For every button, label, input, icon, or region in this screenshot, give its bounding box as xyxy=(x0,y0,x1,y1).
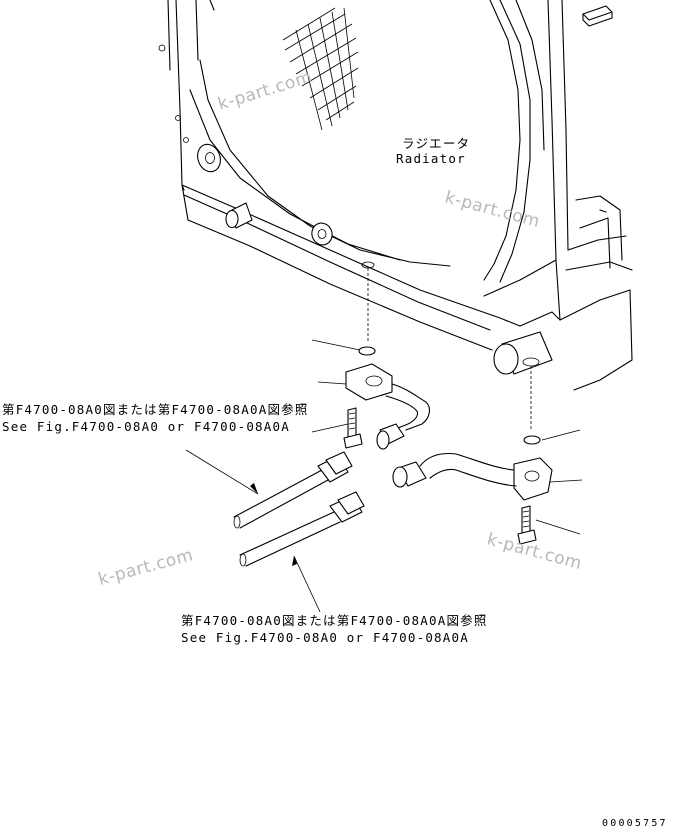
o-ring-lower xyxy=(523,366,541,445)
upper-hose-flange xyxy=(345,363,431,450)
reference-label-upper-jp: 第F4700-08A0図または第F4700-08A0A図参照 xyxy=(2,402,309,417)
heater-hose-1 xyxy=(233,451,353,529)
reference-label-lower-jp: 第F4700-08A0図または第F4700-08A0A図参照 xyxy=(181,613,488,628)
o-ring-upper xyxy=(358,261,376,356)
document-number: 00005757 xyxy=(602,818,668,829)
watermark: k-part.com xyxy=(96,545,195,590)
lower-bolt xyxy=(517,505,537,545)
lower-hose-flange xyxy=(392,452,553,501)
watermark: k-part.com xyxy=(216,67,315,115)
radiator-label-jp: ラジエータ xyxy=(402,136,470,151)
radiator-core-mesh xyxy=(282,7,359,131)
reference-label-lower-en: See Fig.F4700-08A0 or F4700-08A0A xyxy=(181,630,469,645)
heater-hose-2 xyxy=(239,491,365,567)
radiator-label-en: Radiator xyxy=(396,151,466,166)
upper-bolt xyxy=(343,407,363,449)
reference-label-upper-en: See Fig.F4700-08A0 or F4700-08A0A xyxy=(2,419,290,434)
leader-lines xyxy=(185,339,583,613)
radiator xyxy=(158,0,633,391)
watermark: k-part.com xyxy=(443,188,542,233)
